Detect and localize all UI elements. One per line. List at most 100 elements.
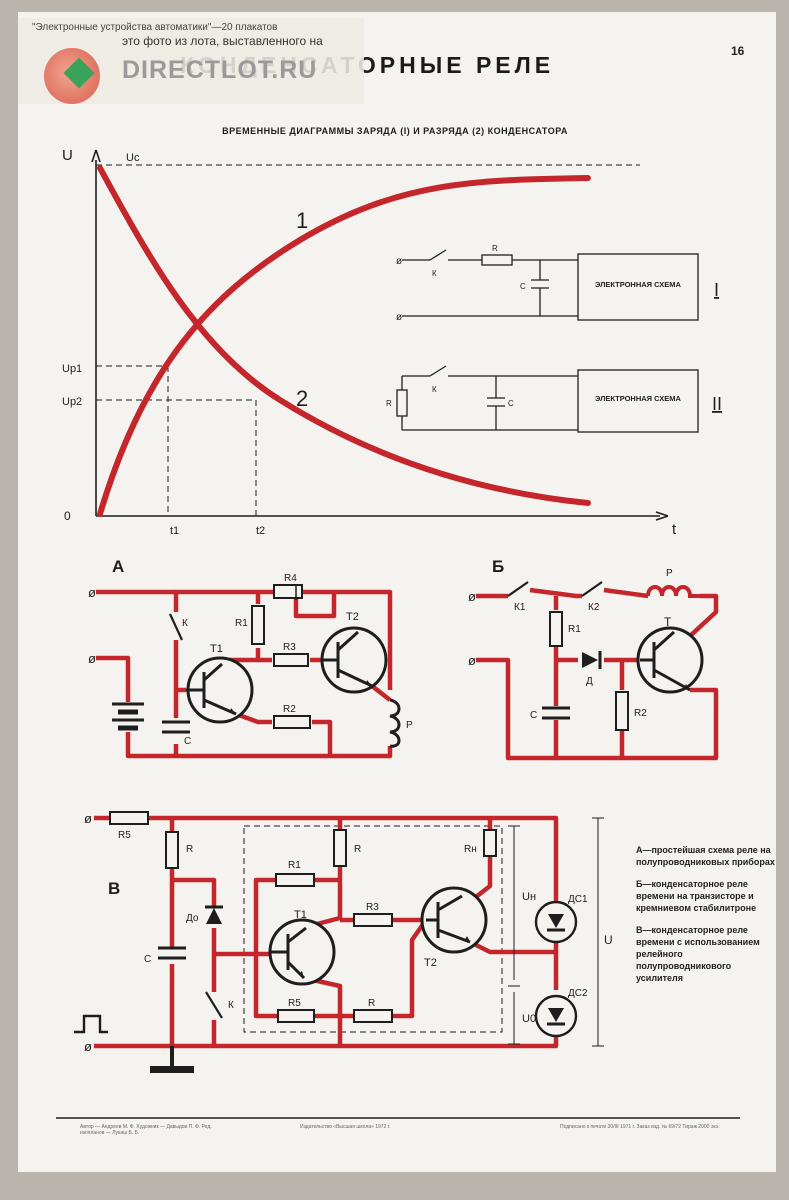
- v-resistor-r3: [353, 913, 393, 927]
- discharge-curve: [97, 165, 591, 506]
- v-t2-label: T2: [424, 957, 437, 969]
- sheet-number: 16: [731, 44, 745, 58]
- b-r1-label: R1: [568, 624, 581, 635]
- circuit-v-parts: [109, 811, 578, 1038]
- v-t1-label: T1: [294, 909, 307, 921]
- up1-label: Up1: [62, 363, 82, 375]
- watermark: "Электронные устройства автоматики"—20 п…: [18, 18, 364, 104]
- curve-1-label: 1: [296, 208, 308, 233]
- scheme-1-c: С: [520, 282, 526, 291]
- b-diode-d: [582, 652, 598, 668]
- v-resistor-rn: [483, 829, 497, 857]
- a-r4-label: R4: [284, 573, 297, 584]
- svg-text:ø: ø: [468, 653, 476, 668]
- v-r-bot-label: R: [368, 998, 375, 1009]
- watermark-logo: DIRECTLOT.RU: [122, 56, 318, 84]
- svg-text:ø: ø: [84, 811, 92, 826]
- svg-text:ø: ø: [468, 589, 476, 604]
- v-r-mid-label: R: [354, 844, 361, 855]
- v-ds1-label: ДС1: [568, 894, 588, 905]
- scheme-1-switch: [429, 249, 447, 261]
- v-amplifier-frame: [243, 825, 503, 1033]
- circuit-b-parts: [507, 581, 704, 731]
- a-t1-label: T1: [210, 643, 223, 655]
- b-r2-label: R2: [634, 708, 647, 719]
- y-axis-arrow: [91, 149, 101, 163]
- v-r-label: R: [186, 844, 193, 855]
- v-un-label: Uн: [522, 891, 536, 903]
- scheme-1-resistor: [481, 254, 513, 266]
- svg-text:ø: ø: [88, 651, 96, 666]
- v-rn-label: Rн: [464, 844, 477, 855]
- a-c-label: С: [184, 736, 191, 747]
- scheme-1-label: ЭЛЕКТРОННАЯ СХЕМА: [595, 280, 682, 289]
- footer-publisher: Издательство «Высшая школа» 1972 г.: [300, 1124, 391, 1130]
- scheme-2-switch: [429, 365, 447, 377]
- circuit-b-wires: [476, 587, 719, 761]
- v-r1-label: R1: [288, 860, 301, 871]
- footer-print-info: Подписано к печати 30/III 1971 г. Заказ …: [560, 1124, 720, 1130]
- scheme-1-box: [577, 253, 699, 321]
- v-k-label: К: [228, 1000, 234, 1011]
- v-switch-k: [205, 991, 223, 1019]
- t1-label: t1: [170, 525, 179, 537]
- scheme-1-numeral: I: [714, 280, 719, 300]
- v-resistor-r: [165, 831, 179, 869]
- uc-label: Uc: [126, 152, 140, 164]
- b-resistor-r1: [549, 611, 563, 647]
- v-resistor-r-mid: [333, 829, 347, 867]
- scheme-2-numeral: II: [712, 394, 722, 414]
- curve-2-label: 2: [296, 386, 308, 411]
- svg-text:ø: ø: [88, 585, 96, 600]
- b-c-label: С: [530, 710, 537, 721]
- footer-credits: Автор — Андреев М. Ф. Художник — Давыдов…: [80, 1124, 212, 1136]
- a-resistor-r2: [273, 715, 311, 729]
- up2-label: Up2: [62, 396, 82, 408]
- v-resistor-r5-in: [109, 811, 149, 825]
- a-resistor-r3: [273, 653, 309, 667]
- b-resistor-r2: [615, 691, 629, 731]
- scheme-1-k: К: [432, 269, 437, 278]
- watermark-line-1: "Электронные устройства автоматики"—20 п…: [32, 22, 278, 33]
- v-pulse-icon: [74, 1014, 108, 1034]
- x-axis-label: t: [672, 521, 677, 538]
- circuit-a-label: А: [112, 557, 124, 576]
- timing-guides: [96, 164, 640, 516]
- b-t-label: Т: [664, 615, 672, 629]
- a-relay-coil-p: [389, 698, 401, 748]
- scheme-2-label: ЭЛЕКТРОННАЯ СХЕМА: [595, 394, 682, 403]
- svg-text:ø: ø: [396, 312, 402, 323]
- scheme-1: [402, 249, 699, 321]
- watermark-line-2: это фото из лота, выставленного на: [122, 34, 323, 48]
- legend: А—простейшая схема реле на полупроводник…: [636, 844, 776, 994]
- a-resistor-r4: [273, 584, 303, 599]
- circuit-v-wires: [94, 815, 559, 1049]
- v-d0-label: До: [186, 913, 199, 924]
- scheme-2-box: [577, 369, 699, 433]
- legend-item: Б—конденсаторное реле времени на транзис…: [636, 879, 757, 913]
- v-u-label: U: [604, 933, 613, 947]
- svg-text:ø: ø: [84, 1039, 92, 1054]
- v-r3-label: R3: [366, 902, 379, 913]
- b-k2-label: К2: [588, 602, 600, 613]
- circuit-a-wires: [96, 589, 393, 759]
- timing-subtitle: ВРЕМЕННЫЕ ДИАГРАММЫ ЗАРЯДА (I) И РАЗРЯДА…: [222, 126, 568, 136]
- b-switch-k1: [507, 581, 529, 597]
- scheme-2-c: С: [508, 399, 514, 408]
- v-diode-d0: [206, 908, 222, 924]
- v-voltage-markers: [508, 817, 604, 1047]
- origin-label: 0: [64, 509, 71, 523]
- v-u0-label: U0: [522, 1013, 536, 1025]
- circuit-b-label: Б: [492, 557, 504, 576]
- scheme-2-k: К: [432, 385, 437, 394]
- timing-curves: [97, 165, 591, 517]
- a-r1-label: R1: [235, 618, 248, 629]
- scheme-2-resistor: [396, 389, 408, 417]
- v-resistor-r-bot: [353, 1009, 393, 1023]
- legend-item: В—конденсаторное реле времени с использо…: [636, 925, 760, 983]
- svg-text:ø: ø: [396, 256, 402, 267]
- t2-label: t2: [256, 525, 265, 537]
- charge-curve: [97, 175, 591, 517]
- timing-axes: [91, 149, 669, 521]
